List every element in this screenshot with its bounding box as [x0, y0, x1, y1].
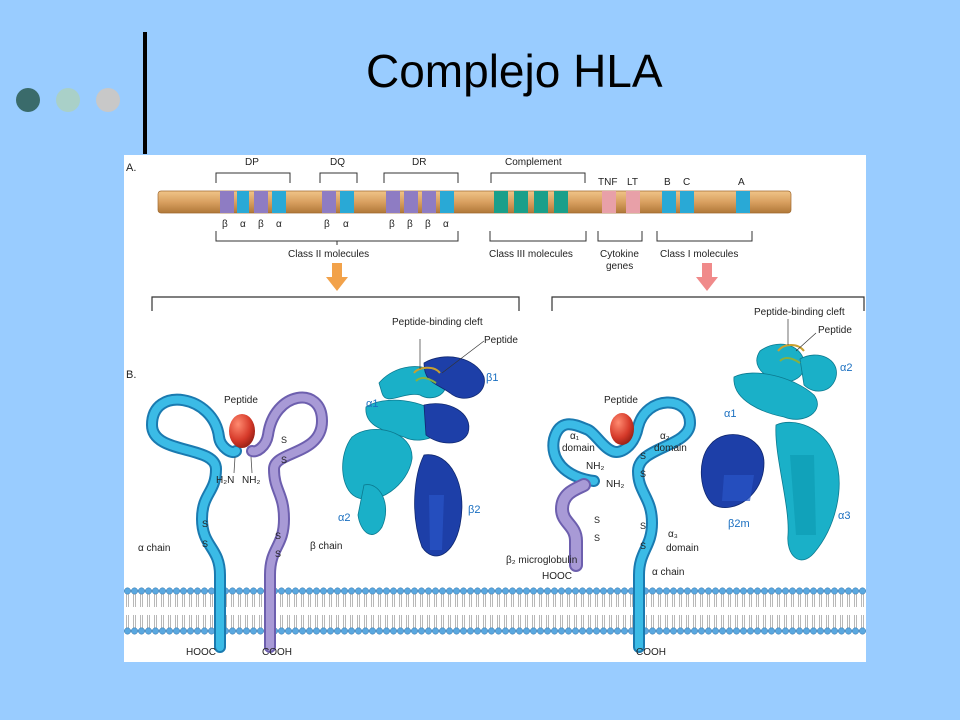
class2-alpha1-label: α1 — [366, 398, 378, 410]
class1-a1-domain-word: domain — [562, 443, 595, 454]
title-divider-line — [143, 32, 147, 154]
class1-alpha1-label: α1 — [724, 408, 736, 420]
decor-dot-light — [96, 88, 120, 112]
decor-dot-dark — [16, 88, 40, 112]
dr-subunit-2: β — [407, 219, 413, 230]
class1-peptide-label: Peptide — [604, 395, 638, 406]
class2-beta1-label: β1 — [486, 372, 498, 384]
class2-s-4: S — [202, 539, 208, 549]
dp-subunit-4: α — [276, 219, 282, 230]
dp-subunit-1: β — [222, 219, 228, 230]
group-brackets — [215, 231, 753, 245]
class1-a3-domain-word: domain — [666, 543, 699, 554]
hla-diagram: A. B. DP DQ DR Complement TNF LT B C A β… — [124, 157, 866, 658]
dq-subunit-2: α — [343, 219, 349, 230]
class1-alpha3-label: α3 — [838, 510, 850, 522]
class2-cleft-label: Peptide-binding cleft — [392, 317, 483, 328]
class2-peptide-label: Peptide — [224, 395, 258, 406]
hla-figure: A. B. DP DQ DR Complement TNF LT B C A β… — [124, 155, 866, 662]
locus-dq: DQ — [330, 157, 345, 168]
decor-dot-mid — [56, 88, 80, 112]
class2-s-3: S — [202, 519, 208, 529]
class2-alpha2-label: α2 — [338, 512, 350, 524]
locus-a: A — [738, 177, 745, 188]
group-class1: Class I molecules — [660, 249, 738, 260]
section-b-label: B. — [126, 369, 136, 381]
class2-peptide — [229, 414, 255, 448]
class1-nh2-a: NH₂ — [586, 461, 604, 472]
class2-hooc: HOOC — [186, 647, 216, 658]
locus-complement: Complement — [505, 157, 562, 168]
class1-s-4: S — [640, 541, 646, 551]
class1-ribbon-peptide-label: Peptide — [818, 325, 852, 336]
class1-s-1: S — [640, 451, 646, 461]
class2-beta-chain — [246, 391, 329, 653]
class2-alpha-chain-label: α chain — [138, 543, 170, 554]
class2-ribbon-structure — [342, 356, 485, 557]
group-class3: Class III molecules — [489, 249, 573, 260]
class1-peptide — [610, 413, 634, 445]
class2-nh2: NH₂ — [242, 475, 260, 486]
class2-cooh: COOH — [262, 647, 292, 658]
dr-subunit-3: β — [425, 219, 431, 230]
slide-title: Complejo HLA — [366, 45, 663, 97]
class1-a2-domain: α₂ — [660, 431, 670, 442]
class1-s-6: S — [594, 533, 600, 543]
dq-subunit-1: β — [324, 219, 330, 230]
class2-ss-bonds — [233, 456, 253, 474]
locus-tnf: TNF — [598, 177, 617, 188]
locus-dr: DR — [412, 157, 426, 168]
class1-alpha-chain — [547, 396, 697, 653]
class1-b2m-schematic-label: β₂ microglobulin — [506, 555, 577, 566]
group-cytokine: Cytokine — [600, 249, 639, 260]
class1-s-2: S — [640, 469, 646, 479]
class1-s-5: S — [594, 515, 600, 525]
class2-s-6: S — [275, 549, 281, 559]
locus-b: B — [664, 177, 671, 188]
class2-beta2-label: β2 — [468, 504, 480, 516]
class1-nh2-b: NH₂ — [606, 479, 624, 490]
class1-a2-domain-word: domain — [654, 443, 687, 454]
arrow-class1-icon — [696, 263, 718, 291]
class1-b2-microglobulin — [554, 478, 591, 572]
class2-s-2: S — [281, 455, 287, 465]
class1-cooh: COOH — [636, 647, 666, 658]
class1-cleft-label: Peptide-binding cleft — [754, 307, 845, 318]
class2-alpha-chain — [145, 393, 242, 653]
class1-s-3: S — [640, 521, 646, 531]
section-a-label: A. — [126, 162, 136, 174]
class1-a3-domain: α₃ — [668, 529, 678, 540]
class1-b2m-label: β2m — [728, 518, 750, 530]
class2-s-5: S — [275, 531, 281, 541]
class2-beta-chain-label: β chain — [310, 541, 342, 552]
class2-ribbon-peptide-label: Peptide — [484, 335, 518, 346]
dp-subunit-3: β — [258, 219, 264, 230]
dp-subunit-2: α — [240, 219, 246, 230]
locus-c: C — [683, 177, 690, 188]
dr-subunit-1: β — [389, 219, 395, 230]
class2-h2n: H₂N — [216, 475, 234, 486]
locus-dp: DP — [245, 157, 259, 168]
group-class2: Class II molecules — [288, 249, 369, 260]
bracket-class2 — [151, 296, 520, 311]
locus-brackets-top — [215, 172, 586, 183]
cell-membrane — [124, 587, 866, 635]
locus-lt: LT — [627, 177, 638, 188]
class1-hooc: HOOC — [542, 571, 572, 582]
bracket-class1 — [551, 296, 865, 311]
class1-alpha2-label: α2 — [840, 362, 852, 374]
dr-subunit-4: α — [443, 219, 449, 230]
class1-a1-domain: α₁ — [570, 431, 580, 442]
arrow-class2-icon — [326, 263, 348, 291]
class2-s-1: S — [281, 435, 287, 445]
group-cytokine-genes: genes — [606, 261, 633, 272]
class1-ribbon-structure — [700, 343, 840, 561]
chromosome — [157, 190, 792, 214]
class1-alpha-chain-label: α chain — [652, 567, 684, 578]
